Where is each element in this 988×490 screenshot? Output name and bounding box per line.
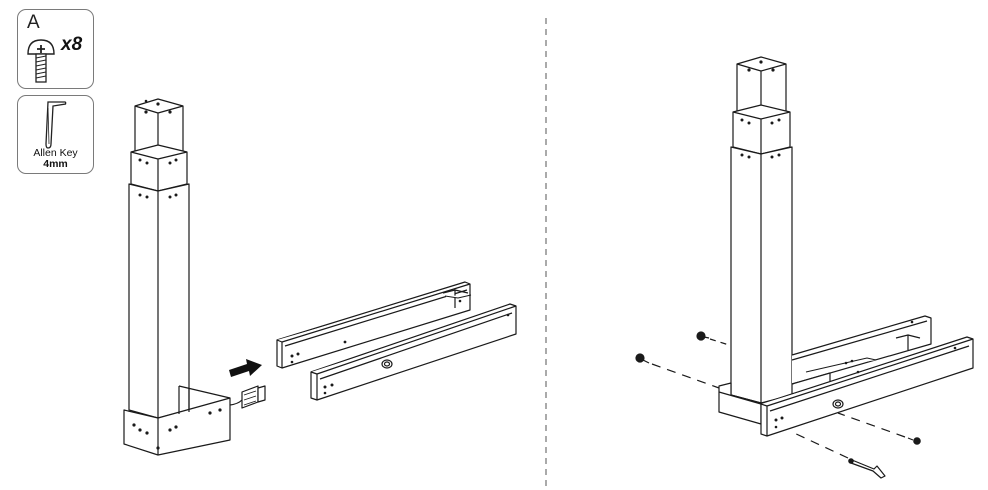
left-leg-column <box>123 98 231 456</box>
left-crossbar-front <box>310 303 517 401</box>
right-leg-holes <box>740 60 781 159</box>
allen-key-icon <box>45 101 67 149</box>
motor-cable-plug <box>229 385 266 409</box>
button-head-screw-icon <box>27 39 55 83</box>
screw-assembly-icon <box>635 331 921 479</box>
right-crossbar-front <box>760 336 974 437</box>
right-crossbar-holes <box>774 320 957 429</box>
right-leg-column <box>730 56 793 404</box>
left-crossbar-holes <box>290 299 510 395</box>
allen-key-tool <box>791 431 886 479</box>
part-quantity: x8 <box>61 34 83 55</box>
part-a-card: A x8 <box>17 9 94 89</box>
right-foot-base <box>718 357 877 425</box>
left-crossbar-back <box>276 281 472 369</box>
screw-top-left <box>696 331 730 346</box>
tool-name: Allen Key <box>33 147 78 159</box>
part-letter: A <box>27 12 40 33</box>
screw-mid-left <box>635 353 720 389</box>
tool-size: 4mm <box>43 158 68 170</box>
allen-key-card: Allen Key 4mm <box>17 95 94 174</box>
insert-arrow-icon <box>229 359 262 377</box>
screw-right <box>837 412 921 445</box>
left-leg-holes <box>132 99 222 450</box>
